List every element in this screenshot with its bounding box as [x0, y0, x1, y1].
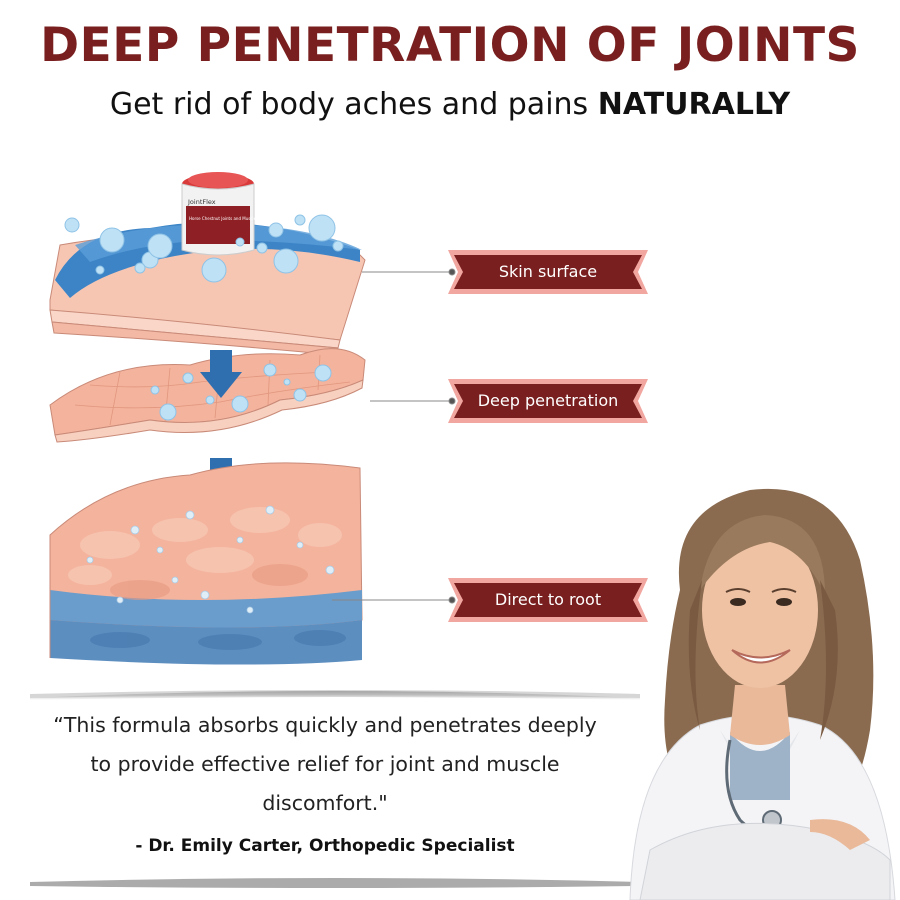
label-text: Skin surface: [498, 262, 598, 281]
quote-frame: [30, 690, 640, 888]
direct-to-root-layer: [49, 462, 363, 665]
testimonial-quote: “This formula absorbs quickly and penetr…: [53, 713, 597, 815]
label-text: Deep penetration: [477, 391, 619, 410]
label-direct-to-root: Direct to root: [448, 578, 648, 622]
testimonial-attribution: - Dr. Emily Carter, Orthopedic Specialis…: [135, 836, 515, 856]
page-subtitle: Get rid of body aches and pains NATURALL…: [0, 88, 900, 121]
deep-penetration-layer: [49, 348, 366, 443]
label-skin-surface: Skin surface: [448, 250, 648, 294]
page-title: DEEP PENETRATION OF JOINTS: [40, 18, 860, 73]
doctor-portrait: [629, 488, 896, 900]
subtitle-lead: Get rid of body aches and pains: [109, 87, 598, 122]
label-text: Direct to root: [494, 590, 602, 609]
label-connectors: [332, 268, 456, 604]
skin-layer-diagram: JointFlex Horse Chestnut Joints and Musc…: [49, 172, 456, 665]
product-name: Horse Chestnut Joints and Muscles: [189, 216, 258, 221]
absorption-bubbles: [64, 214, 344, 283]
product-jar: JointFlex Horse Chestnut Joints and Musc…: [181, 172, 258, 256]
label-deep-penetration: Deep penetration: [448, 379, 648, 423]
product-brand: JointFlex: [187, 198, 216, 206]
subtitle-emphasis: NATURALLY: [597, 87, 791, 122]
